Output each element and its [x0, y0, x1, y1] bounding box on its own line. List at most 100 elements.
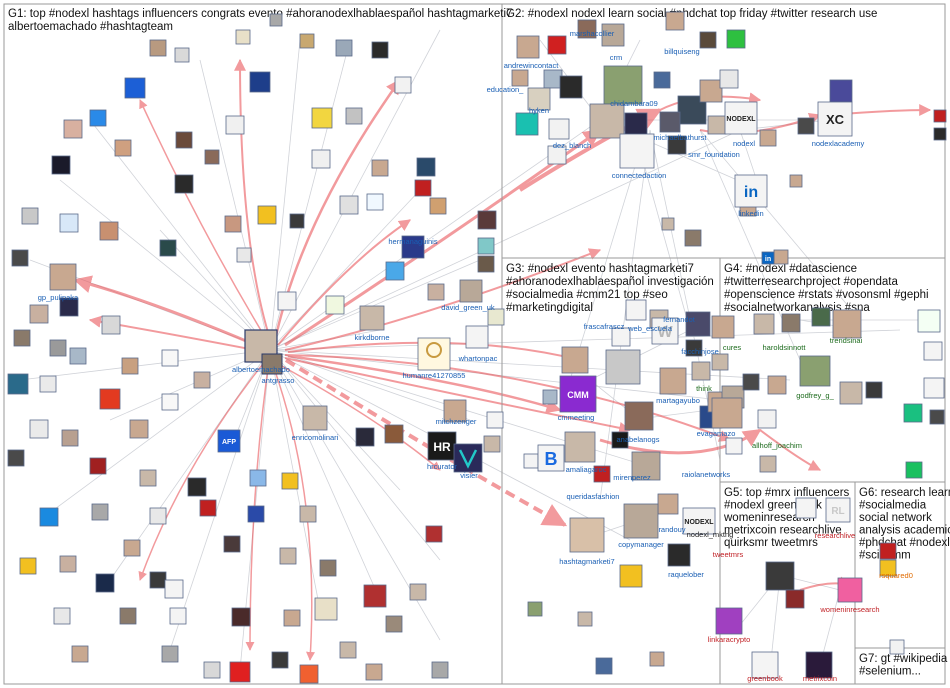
avatar-node [149, 507, 167, 525]
avatar-node [527, 87, 551, 111]
avatar-node [355, 427, 375, 447]
avatar-node [595, 657, 613, 675]
avatar-node [685, 311, 711, 337]
avatar-node [725, 437, 743, 455]
whartonpac-node [465, 325, 489, 349]
node-label-raiolanetworks: raiolanetworks [682, 470, 731, 479]
node-label-nodexlacademy: nodexlacademy [812, 139, 865, 148]
group-title-line: #ahoranodexlhablaespañol investigación [506, 276, 714, 288]
avatar-node [486, 411, 504, 429]
node-label-evagamazo: evagamazo [697, 429, 736, 438]
avatar-node [299, 33, 315, 49]
afp-logo-node [217, 429, 241, 453]
group-title-line: womeninresearch [723, 512, 815, 524]
edge [39, 349, 271, 521]
avatar-node [59, 213, 79, 233]
avatar-node [63, 119, 83, 139]
avatar-node [795, 497, 817, 519]
avatar-node [923, 377, 945, 399]
avatar-node [99, 388, 121, 410]
avatar-node [624, 401, 654, 431]
avatar-node [715, 607, 743, 635]
avatar-node [543, 69, 563, 89]
group-title-line: G3: #nodexl evento hashtagmarketi7 [506, 263, 694, 275]
node-label-marshacollier: marshacollier [570, 29, 615, 38]
avatar-node [785, 589, 805, 609]
avatar-node [119, 607, 137, 625]
avatar-node [414, 179, 432, 197]
group-title-g4: G4: #nodexl #datascience #twitterresearc… [724, 263, 932, 314]
avatar-node [21, 207, 39, 225]
avatar-node [611, 431, 629, 449]
avatar-node [477, 237, 495, 255]
edge [269, 349, 441, 561]
avatar-node [619, 564, 643, 588]
w-logo-text: W [657, 324, 673, 341]
group-title-line: albertoemachado #hashtagteam [8, 21, 173, 33]
edge [269, 39, 301, 351]
avatar-node [49, 339, 67, 357]
node-label-allhoff-joachim: allhoff_joachim [752, 441, 802, 450]
node-label-education-: education_ [487, 85, 525, 94]
group-title-line: G6: research learn [859, 487, 950, 499]
avatar-node [805, 651, 833, 679]
avatar-nodes [7, 11, 947, 684]
avatar-node [159, 239, 177, 257]
avatar-node [277, 291, 297, 311]
avatar-node [385, 615, 403, 633]
avatar-node [339, 641, 357, 659]
edge [699, 129, 861, 321]
avatar-node [523, 453, 539, 469]
group-title-line: G4: #nodexl #datascience [724, 263, 857, 275]
avatar-node [199, 499, 217, 517]
node-label-enricomolinari: enricomolinari [292, 433, 339, 442]
avatar-node [799, 355, 831, 387]
node-label-mktng: nodexl_mktng [687, 530, 734, 539]
group-title-g5: G5: top #mrx influencers #nodexl greenbo… [723, 487, 852, 549]
group-title-g7: G7: gt #wikipedia #selenium... [859, 653, 950, 678]
edge [599, 129, 651, 501]
avatar-node [624, 112, 648, 136]
edge-red [277, 219, 411, 346]
avatar-node [759, 129, 777, 147]
avatar-node [123, 539, 141, 557]
edge [59, 179, 271, 351]
node-label-web-escuela: web_escuela [627, 324, 673, 333]
avatar-node [235, 29, 251, 45]
group-title-g2: G2: #nodexl nodexl learn social #phdchat… [506, 8, 877, 20]
xc-logo-text: XC [826, 112, 845, 127]
node-label-connectedaction: connectedaction [612, 171, 667, 180]
avatar-node [699, 31, 717, 49]
avatar-node [707, 115, 727, 135]
avatar-node [161, 349, 179, 367]
avatar-node [229, 661, 251, 683]
edge-red [73, 275, 259, 348]
avatar-node [905, 461, 923, 479]
edge [269, 29, 441, 351]
node-label-michaelbathurst: michaelbathurst [654, 133, 708, 142]
node-label-cmmeeting: cmmeeting [558, 413, 595, 422]
avatar-node [691, 361, 711, 381]
node-label-facchinjose: facchinjose [681, 347, 719, 356]
edge [269, 329, 901, 351]
avatar-node [879, 542, 897, 560]
node-label-hrcurator: hrcurator [427, 462, 458, 471]
group-title-line: social network [859, 512, 932, 524]
avatar-node [61, 429, 79, 447]
avatar-node [187, 477, 207, 497]
avatar-node [249, 469, 267, 487]
node-label-randouy: randouy [658, 525, 685, 534]
avatar-node [577, 19, 597, 39]
avatar-node [203, 661, 221, 679]
central-hub [49, 235, 489, 431]
node-label-albertoemachado: albertoemachado [232, 365, 290, 374]
avatar-node [29, 419, 49, 439]
avatar-node [719, 69, 739, 89]
edge [89, 119, 271, 351]
hermanaguinis-node [401, 235, 425, 259]
edge [569, 149, 641, 381]
group-title-line: #twitterresearchproject #opendata [724, 276, 898, 288]
group-title-line: #socialmedia #cmm21 top #seo [506, 289, 668, 301]
avatar-node [7, 373, 29, 395]
avatar-node [889, 639, 905, 655]
